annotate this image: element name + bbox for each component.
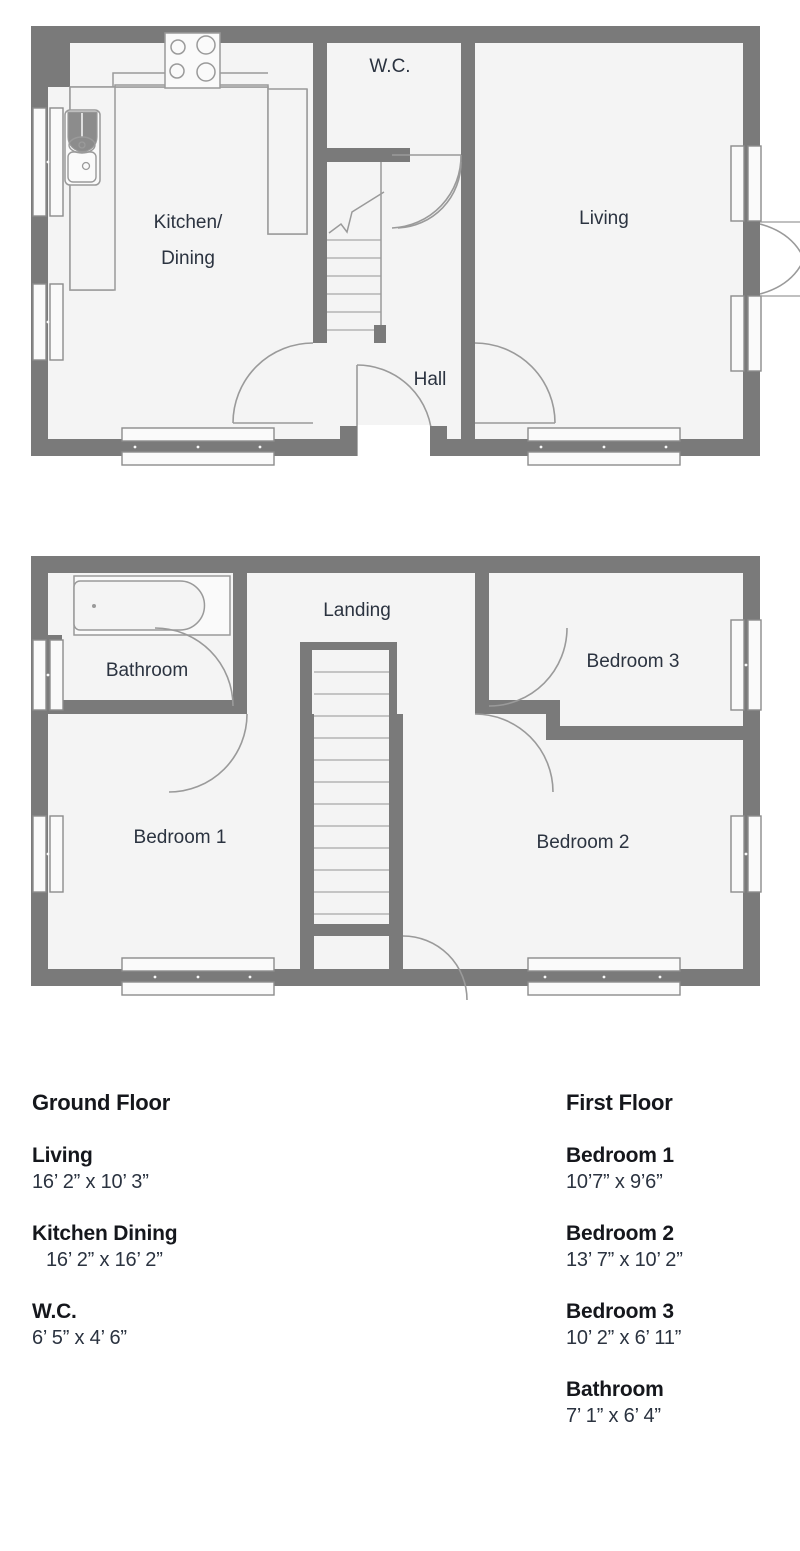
ground-wall-nook xyxy=(48,43,70,87)
schedule-entry-bedroom-3: Bedroom 3 10’ 2” x 6’ 11” xyxy=(566,1300,800,1350)
door-bathroom xyxy=(154,627,234,707)
kitchen-counter-fill xyxy=(69,84,308,291)
first-floor-schedule-title: First Floor xyxy=(566,1090,673,1115)
schedule-entry-wc: W.C. 6’ 5” x 4’ 6” xyxy=(32,1300,400,1350)
door-bedroom2 xyxy=(474,713,554,793)
schedule-entry-kitchen-dining: Kitchen Dining 16’ 2” x 16’ 2” xyxy=(32,1222,400,1272)
room-label-bedroom-3: Bedroom 3 xyxy=(587,651,680,672)
schedule-name-living: Living xyxy=(32,1144,93,1167)
room-label-landing: Landing xyxy=(323,600,391,621)
staircase-first xyxy=(314,650,389,969)
door-wc xyxy=(391,154,462,229)
staircase-ground xyxy=(327,162,386,343)
sink-icon xyxy=(64,109,101,186)
room-label-kitchen-dining-line1: Kitchen/ xyxy=(154,212,223,233)
french-door-living-lower xyxy=(730,264,800,372)
ground-floor-plan: Kitchen/ Dining W.C. Living Hall xyxy=(31,26,800,466)
schedule-dims-bedroom-3: 10’ 2” x 6’ 11” xyxy=(566,1327,682,1349)
window-kitchen-left-upper xyxy=(32,107,64,217)
window-bedroom2-right xyxy=(730,815,762,893)
schedule-dims-bathroom: 7’ 1” x 6’ 4” xyxy=(566,1405,661,1427)
ground-floor-schedule-title: Ground Floor xyxy=(32,1090,171,1115)
schedule-dims-bedroom-2: 13’ 7” x 10’ 2” xyxy=(566,1249,683,1271)
schedule-dims-living: 16’ 2” x 10’ 3” xyxy=(32,1171,149,1193)
room-label-bathroom: Bathroom xyxy=(106,660,188,681)
schedule-name-kitchen-dining: Kitchen Dining xyxy=(32,1222,178,1245)
window-bathroom-left xyxy=(32,639,64,711)
ground-floor-fill xyxy=(31,26,760,456)
schedule-name-bathroom: Bathroom xyxy=(566,1378,664,1401)
schedule-dims-bedroom-1: 10’7” x 9’6” xyxy=(566,1171,663,1193)
schedule-entry-bathroom: Bathroom 7’ 1” x 6’ 4” xyxy=(566,1378,800,1428)
door-bedroom1 xyxy=(168,713,248,793)
ground-floor-schedule-column: Ground Floor Living 16’ 2” x 10’ 3” Kitc… xyxy=(0,1090,400,1378)
ground-internal-walls xyxy=(313,26,475,443)
room-label-kitchen-dining-line2: Dining xyxy=(161,248,215,269)
room-label-bedroom-2: Bedroom 2 xyxy=(537,832,630,853)
schedule-entry-bedroom-2: Bedroom 2 13’ 7” x 10’ 2” xyxy=(566,1222,800,1272)
schedule-name-wc: W.C. xyxy=(32,1300,77,1323)
bathtub-icon xyxy=(73,575,231,636)
door-living xyxy=(474,342,556,424)
first-floor-schedule-column: First Floor Bedroom 1 10’7” x 9’6” Bedro… xyxy=(0,1090,800,1456)
door-bedroom3 xyxy=(488,627,568,707)
french-door-living-upper xyxy=(730,145,800,254)
room-label-wc: W.C. xyxy=(369,56,410,77)
window-bedroom1-left xyxy=(32,815,64,893)
hob-icon xyxy=(164,32,221,89)
room-label-living: Living xyxy=(579,208,629,229)
door-front-entrance xyxy=(356,364,433,465)
schedule-entry-bedroom-1: Bedroom 1 10’7” x 9’6” xyxy=(566,1144,800,1194)
first-floor-plan: Bathroom Landing Bedroom 3 Bedroom 1 Bed… xyxy=(31,556,762,1000)
room-label-bedroom-1: Bedroom 1 xyxy=(134,827,227,848)
schedule-name-bedroom-1: Bedroom 1 xyxy=(566,1144,674,1167)
window-living-bottom xyxy=(527,427,681,466)
door-landing-bottom xyxy=(402,935,468,1000)
window-kitchen-bottom xyxy=(121,427,275,466)
schedule-dims-kitchen-dining: 16’ 2” x 16’ 2” xyxy=(46,1249,163,1271)
entrance-wall-returns xyxy=(340,426,447,456)
schedule-dims-wc: 6’ 5” x 4’ 6” xyxy=(32,1327,127,1349)
window-bedroom3-right xyxy=(730,619,762,711)
schedule-entry-living: Living 16’ 2” x 10’ 3” xyxy=(32,1144,400,1194)
window-kitchen-left-lower xyxy=(32,283,64,361)
window-bedroom1-bottom xyxy=(121,957,275,996)
room-label-hall: Hall xyxy=(414,369,447,390)
first-internal-walls xyxy=(48,556,743,969)
schedule-name-bedroom-3: Bedroom 3 xyxy=(566,1300,674,1323)
room-schedule: Ground Floor Living 16’ 2” x 10’ 3” Kitc… xyxy=(0,1090,800,1427)
door-kitchen xyxy=(232,342,314,424)
window-bedroom2-bottom xyxy=(527,957,681,996)
schedule-name-bedroom-2: Bedroom 2 xyxy=(566,1222,674,1245)
